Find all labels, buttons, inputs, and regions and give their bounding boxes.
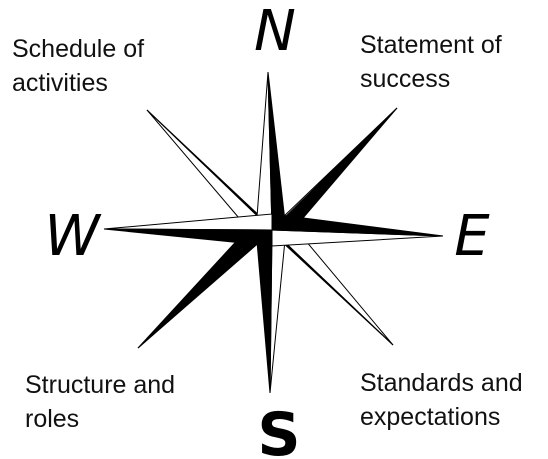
west-point-light (103, 213, 273, 231)
south-point-light (269, 229, 287, 394)
label-statement-of-success: Statement of success (360, 31, 502, 93)
south-point-dark (255, 229, 273, 394)
label-standards-and-expectations: Standards and expectations (360, 369, 523, 431)
west-point-dark (103, 228, 273, 247)
northwest-point-dark (146, 109, 273, 231)
label-structure-and-roles: Structure and roles (25, 371, 176, 433)
west-letter: W (44, 204, 102, 269)
north-letter: N (254, 0, 296, 64)
east-letter: E (454, 204, 490, 269)
label-schedule-of-activities: Schedule of activities (12, 35, 145, 97)
south-letter: S (257, 400, 300, 459)
southeast-point-dark (271, 229, 394, 346)
